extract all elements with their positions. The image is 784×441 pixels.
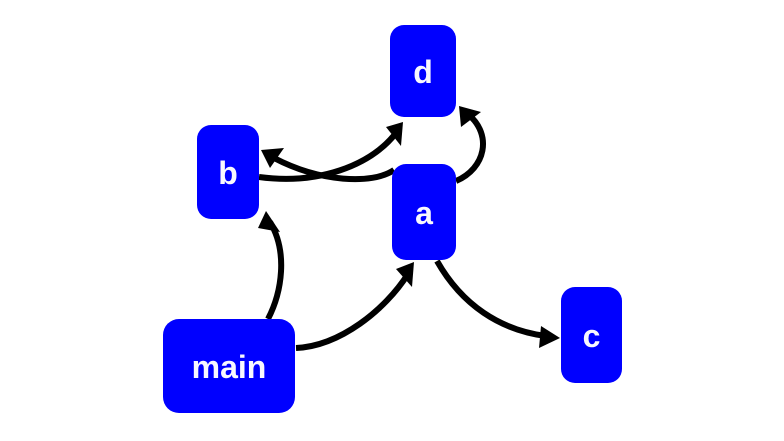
node-layer: d b a main c — [163, 25, 622, 413]
edge-main-to-b-hitarea[interactable] — [268, 222, 281, 319]
edge-a-to-d-arrowhead — [459, 106, 481, 127]
edge-layer — [258, 106, 560, 351]
edge-main-to-b-arrowhead — [258, 211, 280, 232]
edge-b-to-d-line — [258, 131, 399, 182]
node-d-shape[interactable] — [390, 25, 456, 117]
edge-a-to-b-line — [272, 155, 396, 183]
node-main-shape[interactable] — [163, 319, 295, 413]
edge-b-to-d-arrowhead — [386, 122, 403, 146]
edge-a-to-b[interactable] — [261, 148, 396, 183]
node-d[interactable]: d — [390, 25, 456, 117]
edge-a-to-d-hitarea[interactable] — [456, 115, 483, 181]
node-c-shape[interactable] — [561, 287, 622, 383]
edge-a-to-d[interactable] — [454, 106, 486, 184]
edge-a-to-b-arrowhead — [261, 148, 284, 168]
node-c[interactable]: c — [561, 287, 622, 383]
node-b-shape[interactable] — [197, 125, 259, 219]
node-b[interactable]: b — [197, 125, 259, 219]
edge-main-to-a-arrowhead — [396, 262, 414, 287]
node-main[interactable]: main — [163, 319, 295, 413]
node-a[interactable]: a — [392, 164, 456, 260]
edge-a-to-c-arrowhead — [539, 326, 560, 348]
node-a-shape[interactable] — [392, 164, 456, 260]
edge-main-to-a-hitarea[interactable] — [296, 274, 408, 348]
edge-main-to-a-line — [295, 272, 411, 351]
edge-a-to-d-line — [454, 112, 486, 184]
edge-main-to-b-line — [265, 220, 285, 321]
edge-main-to-b[interactable] — [258, 211, 285, 321]
edge-a-to-c[interactable] — [434, 259, 560, 348]
edge-a-to-c-hitarea[interactable] — [437, 261, 546, 336]
edge-a-to-c-line — [434, 259, 547, 339]
edge-main-to-a[interactable] — [295, 262, 414, 351]
edge-b-to-d[interactable] — [258, 122, 403, 182]
